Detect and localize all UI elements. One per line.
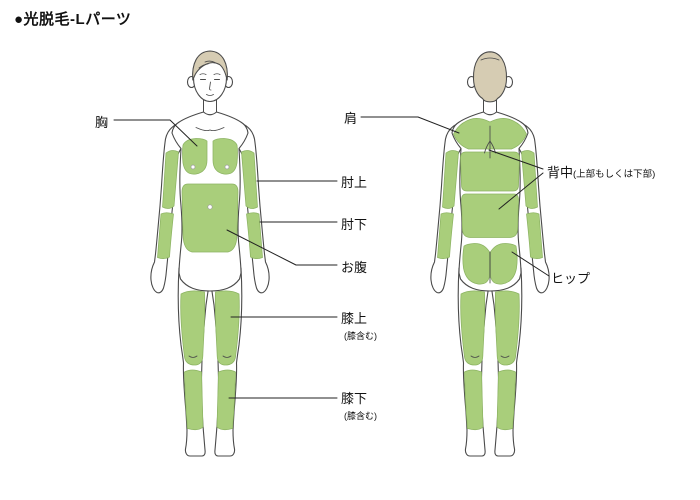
hip-label-text: ヒップ: [551, 271, 591, 286]
back-hip-highlight-right: [490, 243, 518, 285]
front-chest-highlight-left: [182, 138, 208, 175]
back-upper-arm-highlight-right: [521, 150, 538, 209]
back-calf-highlight-right: [496, 369, 516, 431]
page-title: ●光脱毛-Lパーツ: [14, 11, 132, 28]
back-forearm-highlight-right: [526, 212, 543, 259]
shoulder-label-text: 肩: [344, 111, 358, 126]
front-forearm-highlight-left: [157, 212, 174, 259]
back-hip-highlight-left: [462, 243, 490, 285]
above-knee-label-note: (膝含む): [344, 330, 377, 341]
back-thigh-highlight-left: [460, 290, 486, 366]
front-forearm-highlight-right: [246, 212, 263, 259]
front-hair: [192, 50, 228, 81]
front-upper-arm-highlight-left: [162, 150, 179, 209]
chest-connector-line: [113, 119, 198, 147]
label-below-knee: 膝下 (膝含む): [341, 388, 377, 422]
label-back: 背中(上部もしくは下部): [547, 162, 655, 184]
below-elbow-label-text: 肘下: [341, 217, 368, 232]
back-upper-connector-line: [488, 149, 544, 170]
above-elbow-label-text: 肘上: [341, 175, 368, 190]
back-thigh-highlight-right: [494, 290, 520, 366]
front-body-trunk: [150, 75, 270, 457]
belly-label-text: お腹: [341, 260, 368, 275]
front-calf-highlight-left: [184, 369, 204, 431]
back-lower-connector-line: [498, 172, 544, 210]
chest-label-text: 胸: [95, 115, 109, 130]
label-chest: 胸: [95, 112, 108, 134]
hip-connector-line: [511, 251, 550, 277]
connector-lines: [113, 116, 550, 399]
belly-connector-line: [226, 229, 338, 266]
label-belly: お腹: [341, 257, 367, 279]
back-label-text: 背中: [547, 165, 574, 180]
front-upper-arm-highlight-right: [241, 150, 258, 209]
back-calf-highlight-left: [464, 369, 484, 431]
label-below-elbow: 肘下: [341, 214, 367, 236]
front-figure: [150, 50, 270, 457]
back-label-note: (上部もしくは下部): [573, 169, 656, 180]
below-knee-label-note: (膝含む): [344, 410, 377, 421]
label-hip: ヒップ: [551, 268, 590, 290]
front-calf-highlight-right: [216, 369, 236, 431]
back-forearm-highlight-left: [437, 212, 454, 259]
back-figure: [430, 51, 550, 457]
front-thigh-highlight-right: [214, 290, 240, 366]
back-upper-back-highlight: [460, 151, 520, 192]
below-knee-label-text: 膝下: [341, 391, 368, 406]
label-above-elbow: 肘上: [341, 172, 367, 194]
back-hair: [472, 51, 508, 103]
front-chest-highlight-right: [212, 138, 238, 175]
shoulder-connector-line: [360, 116, 460, 134]
label-above-knee: 膝上 (膝含む): [341, 308, 377, 342]
front-thigh-highlight-left: [180, 290, 206, 366]
front-face: [199, 73, 221, 96]
label-shoulder: 肩: [344, 108, 357, 130]
back-upper-arm-highlight-left: [442, 150, 459, 209]
above-knee-label-text: 膝上: [341, 311, 368, 326]
front-belly-highlight: [181, 183, 239, 253]
